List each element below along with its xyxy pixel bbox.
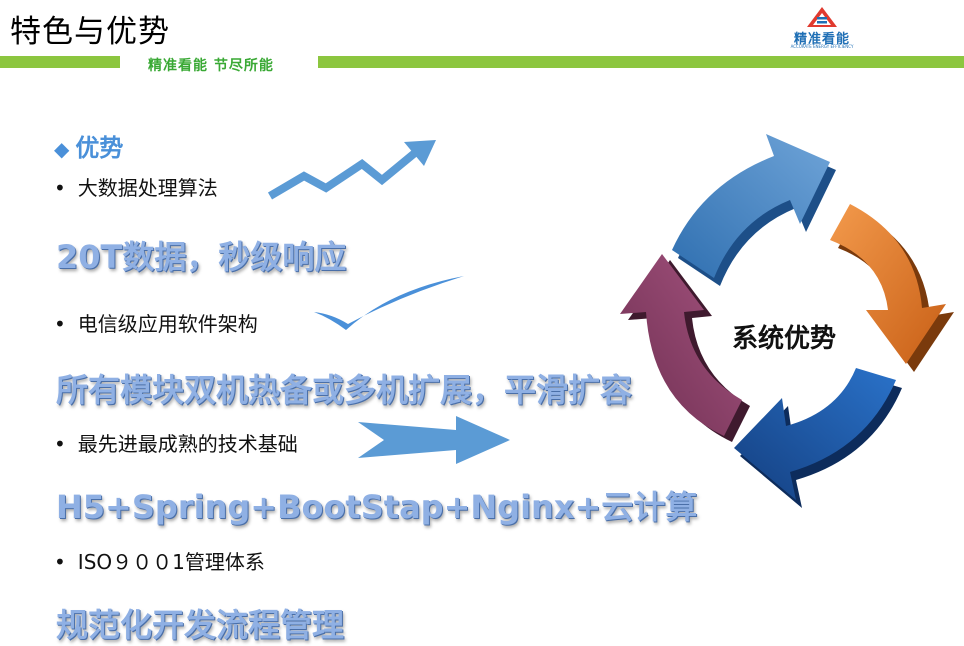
list-item: • 电信级应用软件架构 bbox=[54, 308, 258, 337]
logo-text: 精准看能 bbox=[793, 32, 850, 47]
bullet-dot-icon: • bbox=[54, 432, 66, 456]
bullet-dot-icon: • bbox=[54, 312, 66, 336]
highlight-text: 规范化开发流程管理 bbox=[56, 606, 345, 644]
list-item: • 大数据处理算法 bbox=[54, 172, 218, 201]
header-bar-left bbox=[0, 56, 120, 68]
list-item-label: ISO９００1管理体系 bbox=[77, 550, 265, 574]
cycle-arrow-right bbox=[830, 204, 954, 372]
highlight-text: H5+Spring+BootStap+Nginx+云计算 bbox=[56, 488, 698, 526]
logo-subtitle: ACCURATE ENERGY EFFICIENCY bbox=[790, 44, 854, 49]
cycle-arrow-top bbox=[672, 134, 836, 286]
checkmark-icon bbox=[314, 276, 464, 330]
highlight-text: 20T数据，秒级响应 bbox=[56, 238, 347, 276]
page-title: 特色与优势 bbox=[10, 14, 170, 50]
list-item-label: 最先进最成熟的技术基础 bbox=[77, 432, 298, 456]
cycle-arrow-bottom bbox=[734, 368, 902, 508]
list-item-label: 电信级应用软件架构 bbox=[77, 312, 258, 336]
bullet-dot-icon: • bbox=[54, 550, 66, 574]
logo-icon bbox=[807, 7, 837, 27]
bullet-dot-icon: • bbox=[54, 176, 66, 200]
list-item: • ISO９００1管理体系 bbox=[54, 546, 265, 575]
company-logo: 精准看能 ACCURATE ENERGY EFFICIENCY bbox=[784, 6, 860, 50]
section-heading: ◆优势 bbox=[54, 128, 123, 163]
list-item: • 最先进最成熟的技术基础 bbox=[54, 428, 298, 457]
list-item-label: 大数据处理算法 bbox=[77, 176, 218, 200]
cycle-arrow-left bbox=[620, 254, 750, 442]
slogan: 精准看能 节尽所能 bbox=[148, 58, 274, 74]
cycle-center-label: 系统优势 bbox=[732, 324, 837, 354]
header-bar-right bbox=[318, 56, 964, 68]
diamond-bullet-icon: ◆ bbox=[54, 137, 70, 161]
cycle-arrows-diagram bbox=[620, 134, 954, 508]
trend-up-arrow-icon bbox=[267, 140, 436, 200]
section-heading-text: 优势 bbox=[75, 134, 124, 162]
highlight-text: 所有模块双机热备或多机扩展，平滑扩容 bbox=[56, 371, 633, 409]
right-arrow-icon bbox=[358, 416, 510, 464]
